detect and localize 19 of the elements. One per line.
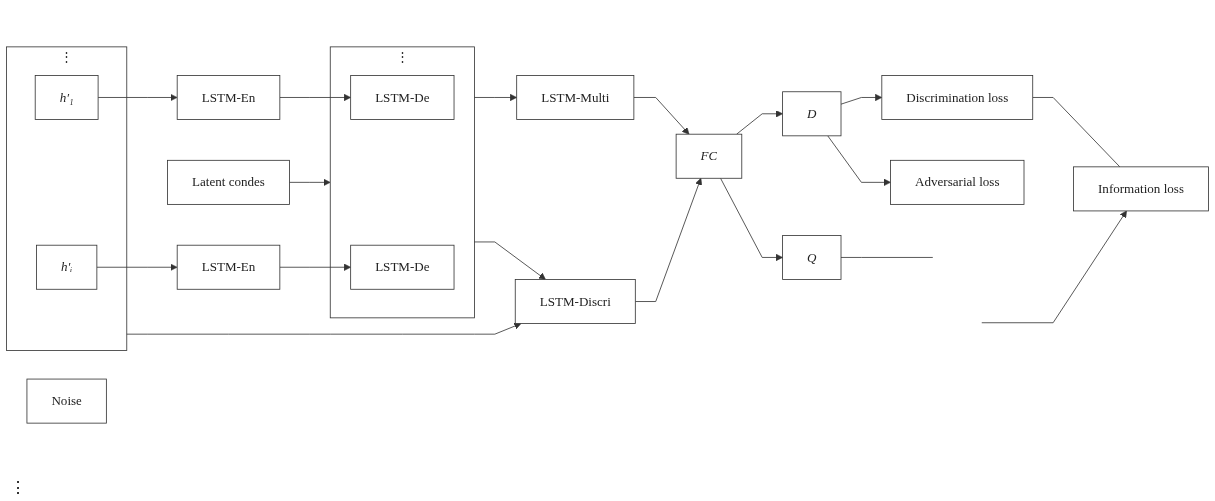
- node-box: LSTM-En: [176, 75, 281, 120]
- ellipsis-text: ⋮: [10, 479, 26, 496]
- node-box: LSTM-Multi: [516, 75, 635, 120]
- node-box: h′₁: [34, 75, 99, 120]
- node-box: Adversarial loss: [890, 159, 1025, 205]
- node-box: LSTM-De: [350, 244, 455, 290]
- node-box: LSTM-De: [350, 75, 455, 120]
- connector: [840, 257, 934, 258]
- node-box: Q: [782, 235, 842, 280]
- node-box: h′ᵢ: [36, 244, 98, 290]
- connector: [1032, 97, 1121, 168]
- node-box: Latent condes: [167, 159, 290, 205]
- node-box: Noise: [26, 378, 107, 424]
- node-box: D: [782, 91, 842, 137]
- node-box: FC: [675, 133, 743, 179]
- node-box: LSTM-En: [176, 244, 281, 290]
- node-box: Discrimination loss: [881, 75, 1034, 120]
- node-box: Information loss: [1073, 166, 1209, 212]
- node-box: LSTM-Discri: [514, 279, 636, 324]
